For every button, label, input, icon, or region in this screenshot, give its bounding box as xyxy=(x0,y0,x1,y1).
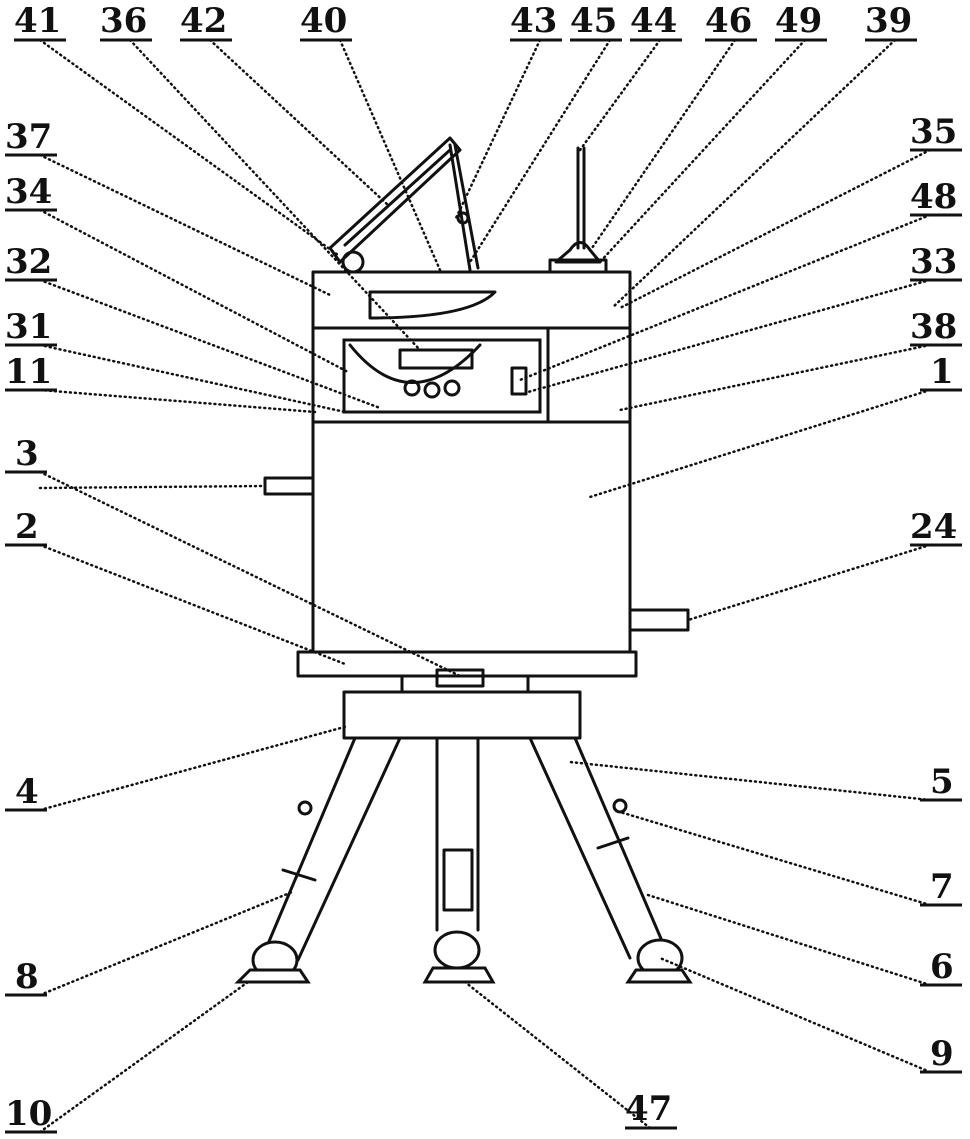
leader-lines xyxy=(38,38,932,1134)
label-24: 24 xyxy=(910,507,957,547)
tripod-legs xyxy=(234,736,693,984)
side-port-left xyxy=(263,476,315,496)
label-45: 45 xyxy=(570,1,617,41)
label-5: 5 xyxy=(930,762,954,802)
side-port-right xyxy=(628,608,690,632)
label-49: 49 xyxy=(775,1,822,41)
label-7: 7 xyxy=(930,867,954,907)
label-1: 1 xyxy=(930,352,954,392)
label-41: 41 xyxy=(14,1,61,41)
base-plate xyxy=(296,650,638,678)
level-bubble xyxy=(435,668,485,688)
label-35: 35 xyxy=(910,112,957,152)
label-2: 2 xyxy=(15,507,39,547)
device-body xyxy=(263,270,690,740)
label-9: 9 xyxy=(930,1034,954,1074)
label-39: 39 xyxy=(865,1,912,41)
switch xyxy=(510,366,528,396)
labels: 41 36 42 40 43 45 44 46 49 39 37 35 34 4… xyxy=(5,1,962,1134)
label-37: 37 xyxy=(5,117,52,157)
label-38: 38 xyxy=(910,307,957,347)
label-4: 4 xyxy=(15,772,39,812)
label-43: 43 xyxy=(510,1,557,41)
label-44: 44 xyxy=(630,1,677,41)
label-3: 3 xyxy=(15,434,39,474)
label-42: 42 xyxy=(180,1,227,41)
solar-panel xyxy=(328,136,462,264)
label-8: 8 xyxy=(15,957,39,997)
top-accessories xyxy=(328,136,608,274)
label-47: 47 xyxy=(625,1089,672,1129)
label-33: 33 xyxy=(910,242,957,282)
label-40: 40 xyxy=(300,1,347,41)
label-34: 34 xyxy=(5,172,52,212)
display-screen xyxy=(398,348,474,370)
label-48: 48 xyxy=(910,177,957,217)
main-box xyxy=(311,420,632,654)
tripod-head xyxy=(342,690,582,740)
label-10: 10 xyxy=(5,1094,52,1134)
label-46: 46 xyxy=(705,1,752,41)
label-6: 6 xyxy=(930,947,954,987)
top-window xyxy=(368,290,497,320)
label-36: 36 xyxy=(100,1,147,41)
label-32: 32 xyxy=(5,242,52,282)
label-31: 31 xyxy=(5,307,52,347)
label-11: 11 xyxy=(5,352,52,392)
